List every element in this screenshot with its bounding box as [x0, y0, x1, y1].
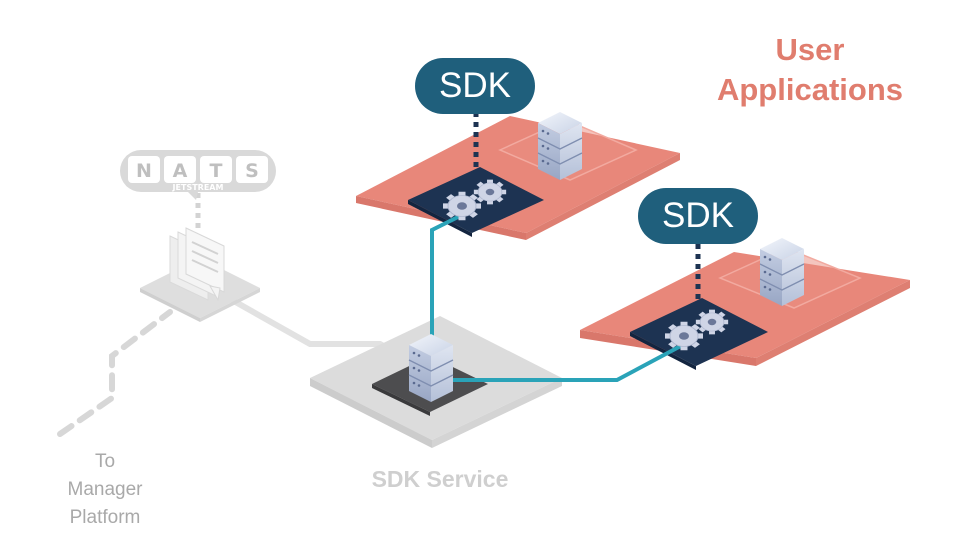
user-applications-label-line1: User — [775, 32, 845, 67]
user-applications-label-line2: Applications — [716, 72, 903, 107]
nats-letter-a: A — [173, 160, 188, 182]
sdk-badge-top-label: SDK — [439, 66, 511, 105]
nats-letter-s: S — [245, 160, 259, 182]
user-app-platform-top — [356, 116, 680, 240]
sdk-service-label: SDK Service — [371, 466, 509, 492]
server-icon — [759, 237, 805, 307]
nats-letter-t: T — [210, 160, 223, 182]
sdk-badge-right: SDK — [638, 188, 758, 244]
user-applications-label: User Applications — [690, 30, 930, 110]
manager-label-line3: Platform — [69, 507, 141, 528]
sdk-service-to-right-app-link — [450, 338, 693, 382]
sdk-badge-right-label: SDK — [662, 196, 734, 235]
manager-label-line1: To — [94, 451, 116, 472]
manager-label-line2: Manager — [67, 479, 143, 500]
dark-tile-right — [630, 298, 768, 370]
message-queue-icon — [169, 227, 225, 302]
sdk-service-to-top-app-link — [430, 210, 469, 346]
nats-subtitle: JETSTREAM — [172, 183, 224, 192]
nats-logo: N A T S JETSTREAM — [120, 150, 276, 200]
server-icon — [408, 333, 454, 403]
sdk-badge-top: SDK — [415, 58, 535, 114]
server-icon — [537, 111, 583, 181]
manager-platform-label: To Manager Platform — [40, 448, 170, 532]
manager-dashed-link — [57, 309, 173, 437]
user-app-platform-right — [580, 247, 910, 366]
nats-letter-n: N — [136, 160, 152, 182]
dark-tile-top — [408, 167, 544, 237]
